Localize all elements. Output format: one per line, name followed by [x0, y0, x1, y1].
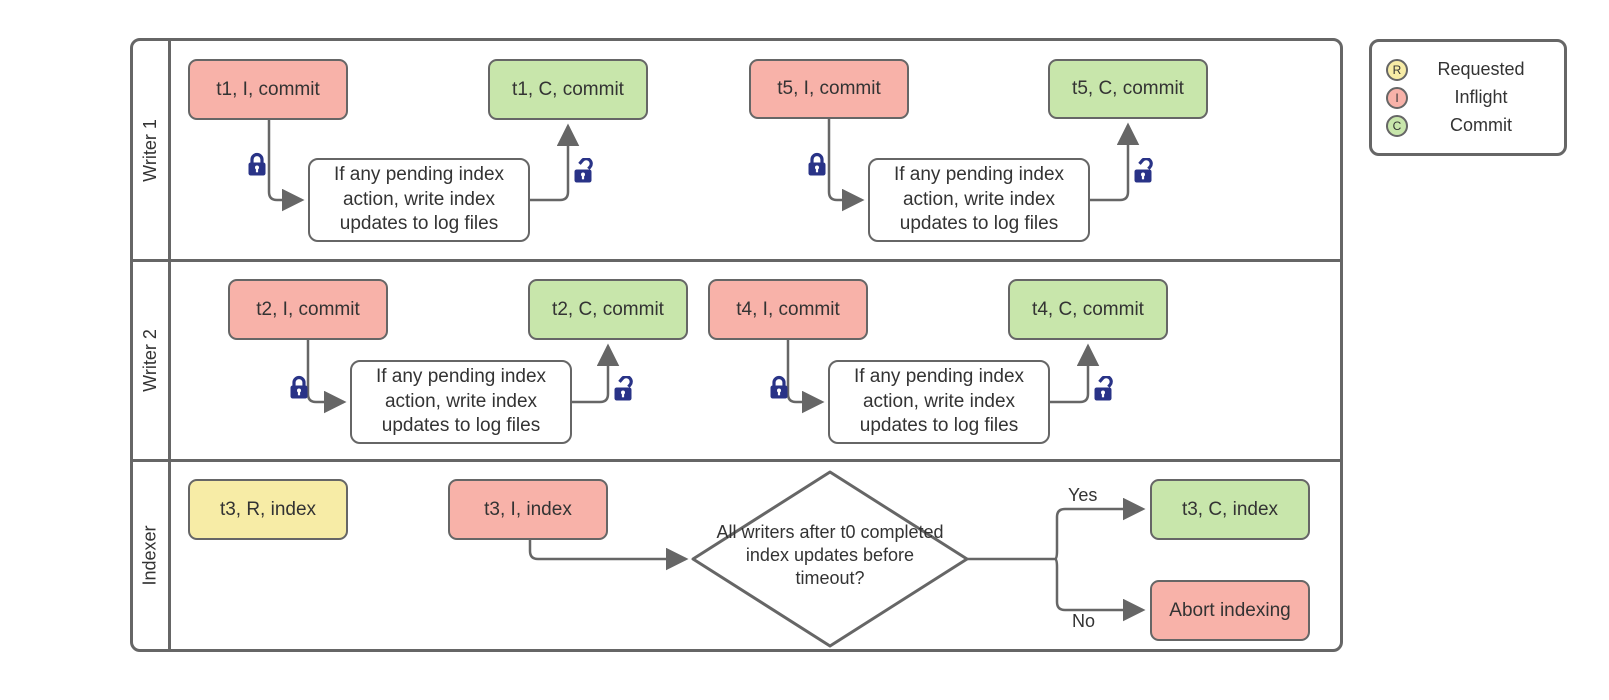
node-t3-inflight: t3, I, index	[448, 479, 608, 540]
node-t1-commit: t1, C, commit	[488, 59, 648, 120]
yes-branch-label: Yes	[1068, 485, 1098, 505]
open-lock-icon	[574, 158, 593, 183]
open-lock-icon	[614, 376, 633, 401]
closed-lock-icon	[808, 152, 826, 176]
open-lock-icon	[1094, 376, 1113, 401]
legend-label: Requested	[1437, 59, 1525, 79]
lane-title-indexer: Indexer	[130, 462, 170, 649]
lane-title-label: Writer 2	[139, 329, 160, 392]
legend-item-requested: R Requested	[1386, 56, 1554, 84]
lane-title-label: Writer 1	[139, 118, 160, 182]
commit-state-icon: C	[1386, 114, 1408, 137]
lane-title-label: Indexer	[139, 525, 160, 586]
decision-question: All writers after t0 completed index upd…	[716, 522, 944, 589]
legend-letter: I	[1395, 90, 1399, 105]
closed-lock-icon	[770, 375, 788, 399]
process-box-writer1-a: If any pending index action, write index…	[308, 158, 530, 242]
node-t1-inflight: t1, I, commit	[188, 59, 348, 120]
closed-lock-icon	[290, 375, 308, 399]
node-t2-inflight: t2, I, commit	[228, 279, 388, 340]
no-branch-label: No	[1072, 611, 1096, 631]
legend-label: Inflight	[1454, 87, 1508, 107]
legend-label: Commit	[1450, 115, 1512, 135]
lane-title-divider	[168, 38, 171, 652]
legend-item-inflight: I Inflight	[1386, 84, 1554, 112]
process-box-writer2-b: If any pending index action, write index…	[828, 360, 1050, 444]
process-box-writer2-a: If any pending index action, write index…	[350, 360, 572, 444]
node-t4-inflight: t4, I, commit	[708, 279, 868, 340]
inflight-state-icon: I	[1386, 86, 1408, 109]
lane-divider	[130, 259, 1343, 262]
node-t5-commit: t5, C, commit	[1048, 59, 1208, 119]
legend-letter: C	[1392, 118, 1402, 133]
node-t2-commit: t2, C, commit	[528, 279, 688, 340]
lane-divider	[130, 459, 1343, 462]
legend-letter: R	[1392, 62, 1402, 77]
lane-title-writer1: Writer 1	[130, 41, 170, 259]
legend: R Requested I Inflight C Commit	[1369, 39, 1567, 156]
node-t5-inflight: t5, I, commit	[749, 59, 909, 119]
requested-state-icon: R	[1386, 58, 1408, 81]
closed-lock-icon	[248, 152, 266, 176]
open-lock-icon	[1134, 158, 1153, 183]
node-t3-requested: t3, R, index	[188, 479, 348, 540]
node-t4-commit: t4, C, commit	[1008, 279, 1168, 340]
legend-item-commit: C Commit	[1386, 112, 1554, 140]
node-t3-commit: t3, C, index	[1150, 479, 1310, 540]
node-abort-indexing: Abort indexing	[1150, 580, 1310, 641]
lane-title-writer2: Writer 2	[130, 262, 170, 459]
process-box-writer1-b: If any pending index action, write index…	[868, 158, 1090, 242]
